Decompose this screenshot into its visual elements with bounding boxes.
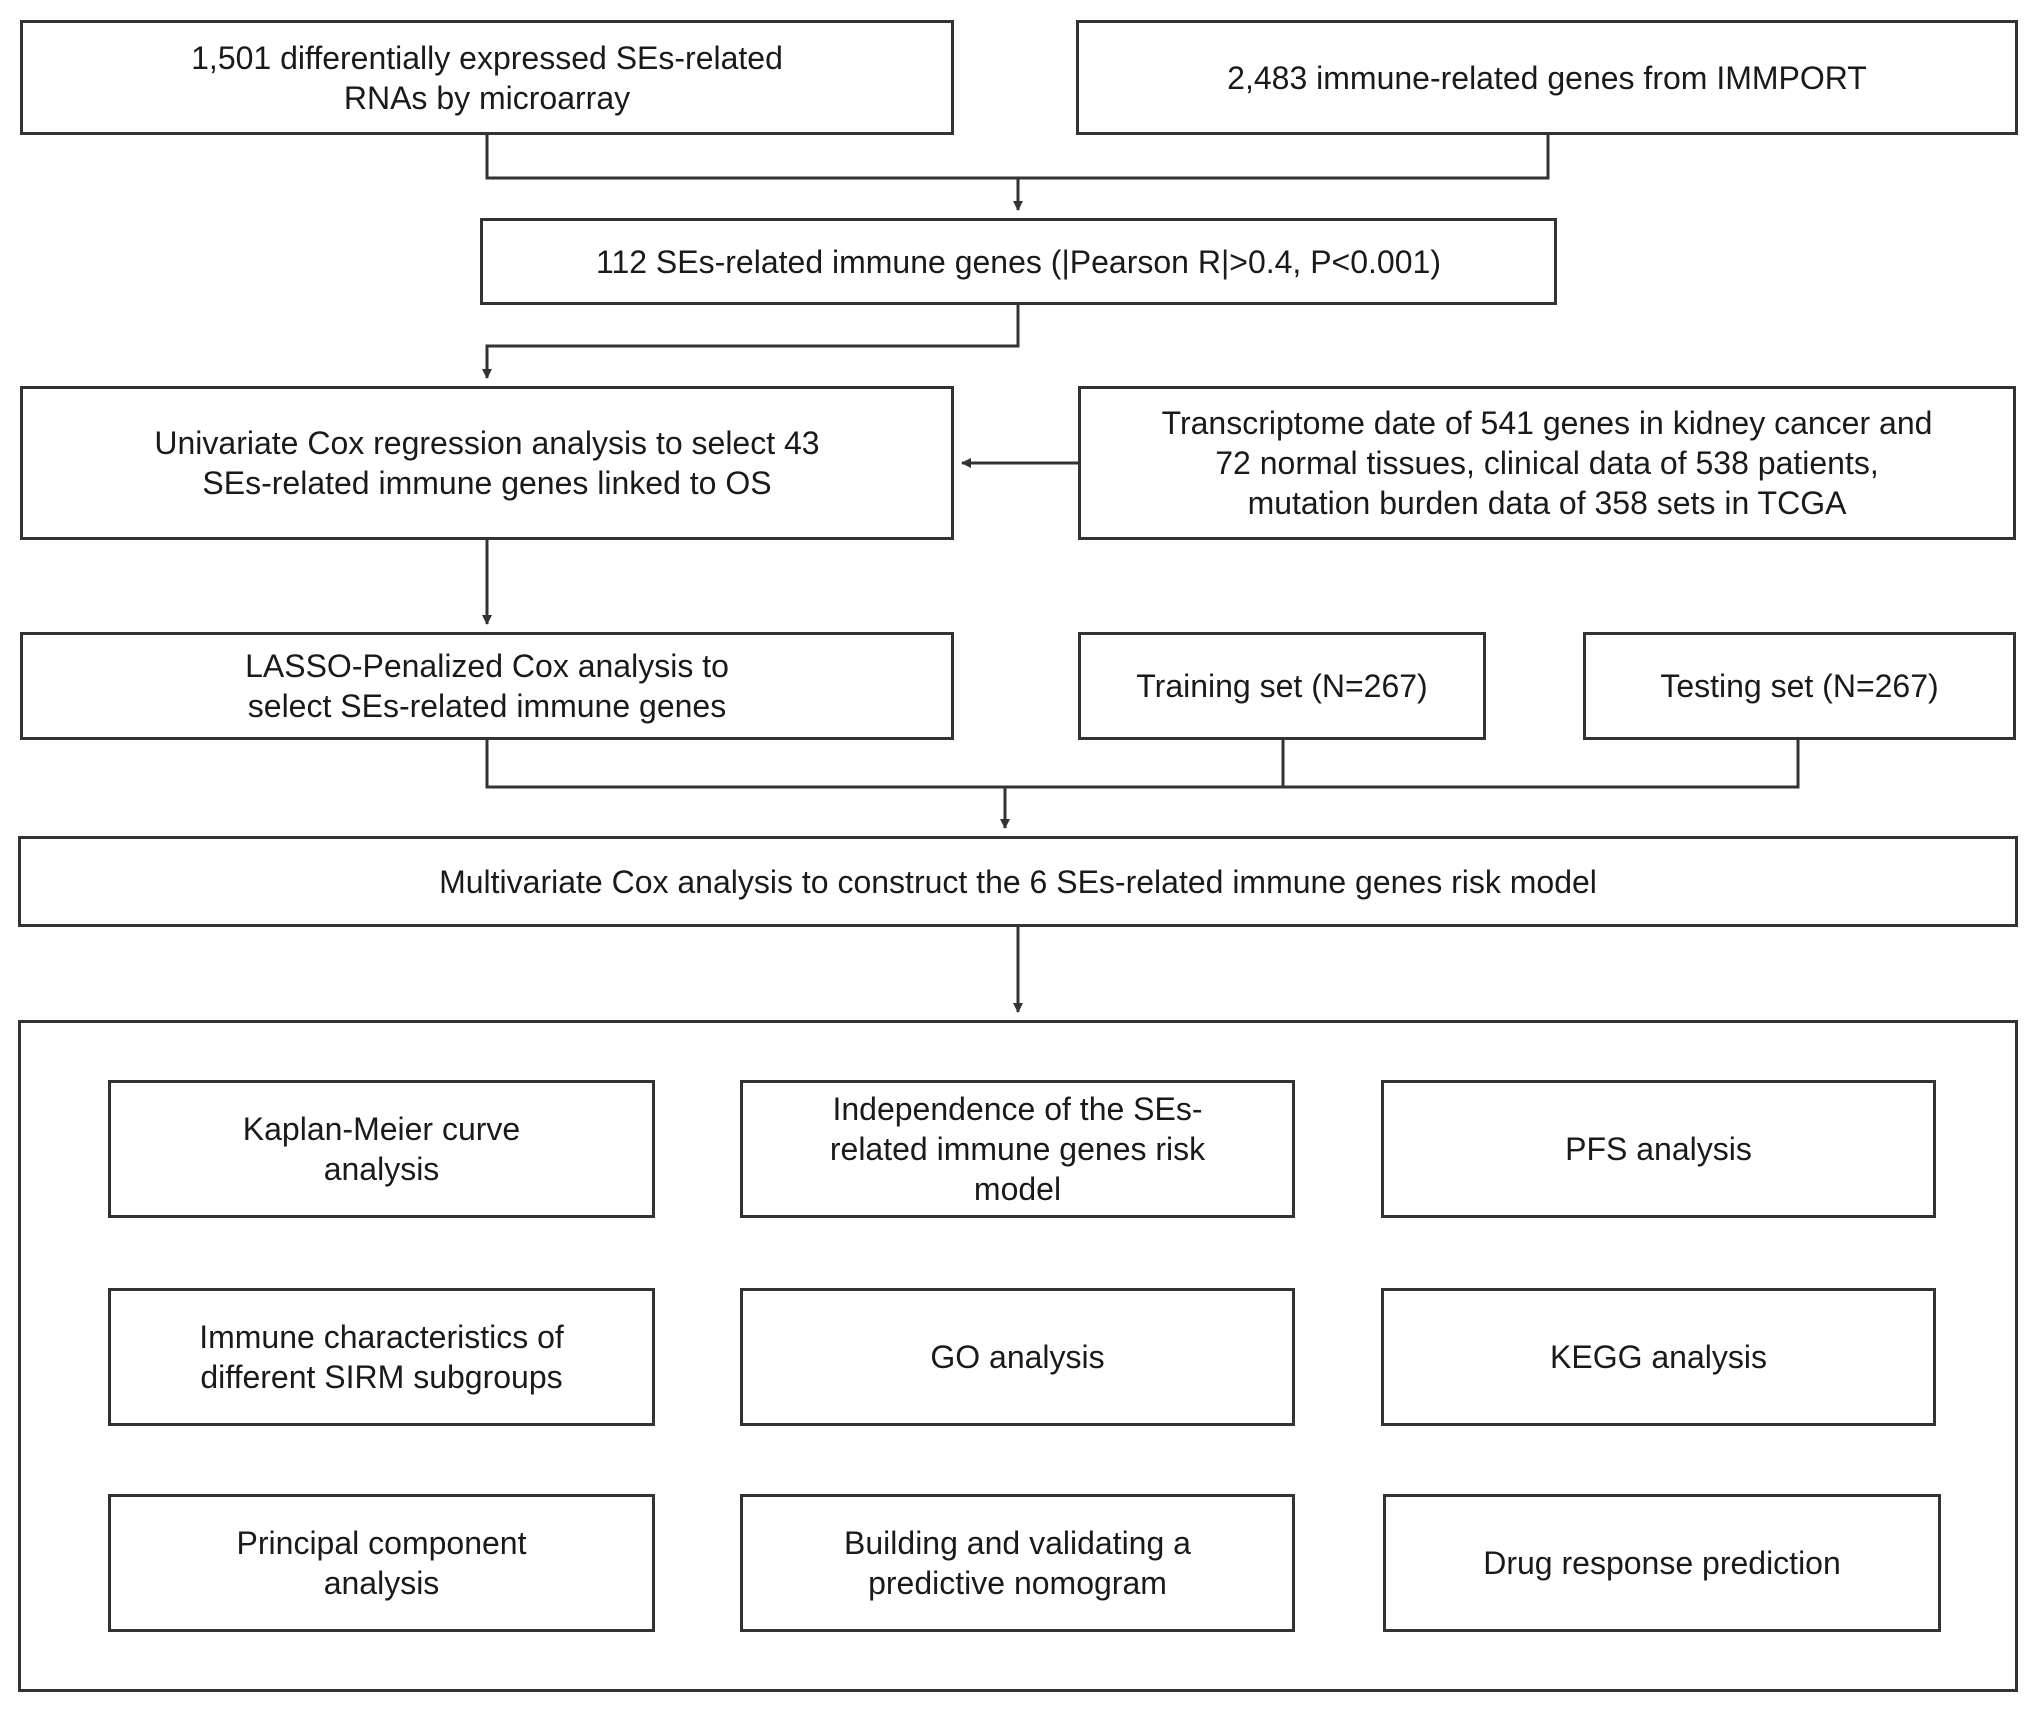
nomogram-label: Building and validating a predictive nom… xyxy=(844,1525,1191,1601)
nomogram-box: Building and validating a predictive nom… xyxy=(740,1494,1295,1632)
connector-lasso-merge xyxy=(485,740,1800,789)
multivariate-label: Multivariate Cox analysis to construct t… xyxy=(439,863,1597,900)
kegg-label: KEGG analysis xyxy=(1550,1339,1767,1375)
immune-characteristics-label: Immune characteristics of different SIRM… xyxy=(199,1319,564,1395)
microarray-box: 1,501 differentially expressed SEs-relat… xyxy=(20,20,954,135)
lasso-box: LASSO-Penalized Cox analysis to select S… xyxy=(20,632,954,740)
connector-microarray-merge xyxy=(485,135,1550,180)
pearson-box: 112 SEs-related immune genes (|Pearson R… xyxy=(480,218,1557,305)
kegg-box: KEGG analysis xyxy=(1381,1288,1936,1426)
analysis-panel xyxy=(18,1020,2018,1692)
training-label: Training set (N=267) xyxy=(1136,668,1428,704)
arrow-to-univariate xyxy=(482,305,1020,379)
km-box: Kaplan-Meier curve analysis xyxy=(108,1080,655,1218)
testing-label: Testing set (N=267) xyxy=(1660,668,1939,704)
drug-response-label: Drug response prediction xyxy=(1483,1545,1841,1581)
drug-response-box: Drug response prediction xyxy=(1383,1494,1941,1632)
lasso-label: LASSO-Penalized Cox analysis to select S… xyxy=(245,648,729,724)
independence-label: Independence of the SEs-related immune g… xyxy=(829,1091,1206,1207)
univariate-box: Univariate Cox regression analysis to se… xyxy=(20,386,954,540)
univariate-label: Univariate Cox regression analysis to se… xyxy=(154,425,820,501)
transcriptome-box: Transcriptome date of 541 genes in kidne… xyxy=(1078,386,2016,540)
pfs-label: PFS analysis xyxy=(1565,1131,1752,1167)
training-box: Training set (N=267) xyxy=(1078,632,1486,740)
transcriptome-label: Transcriptome date of 541 genes in kidne… xyxy=(1161,405,1933,521)
pca-label: Principal component analysis xyxy=(236,1525,527,1601)
testing-box: Testing set (N=267) xyxy=(1583,632,2016,740)
go-label: GO analysis xyxy=(930,1339,1105,1375)
km-label: Kaplan-Meier curve analysis xyxy=(242,1111,521,1187)
go-box: GO analysis xyxy=(740,1288,1295,1426)
multivariate-box: Multivariate Cox analysis to construct t… xyxy=(18,836,2018,927)
microarray-label: 1,501 differentially expressed SEs-relat… xyxy=(191,39,783,116)
pca-box: Principal component analysis xyxy=(108,1494,655,1632)
immport-box: 2,483 immune-related genes from IMMPORT xyxy=(1076,20,2018,135)
pearson-label: 112 SEs-related immune genes (|Pearson R… xyxy=(596,243,1441,280)
immport-label: 2,483 immune-related genes from IMMPORT xyxy=(1227,59,1867,96)
immune-characteristics-box: Immune characteristics of different SIRM… xyxy=(108,1288,655,1426)
independence-box: Independence of the SEs-related immune g… xyxy=(740,1080,1295,1218)
pfs-box: PFS analysis xyxy=(1381,1080,1936,1218)
